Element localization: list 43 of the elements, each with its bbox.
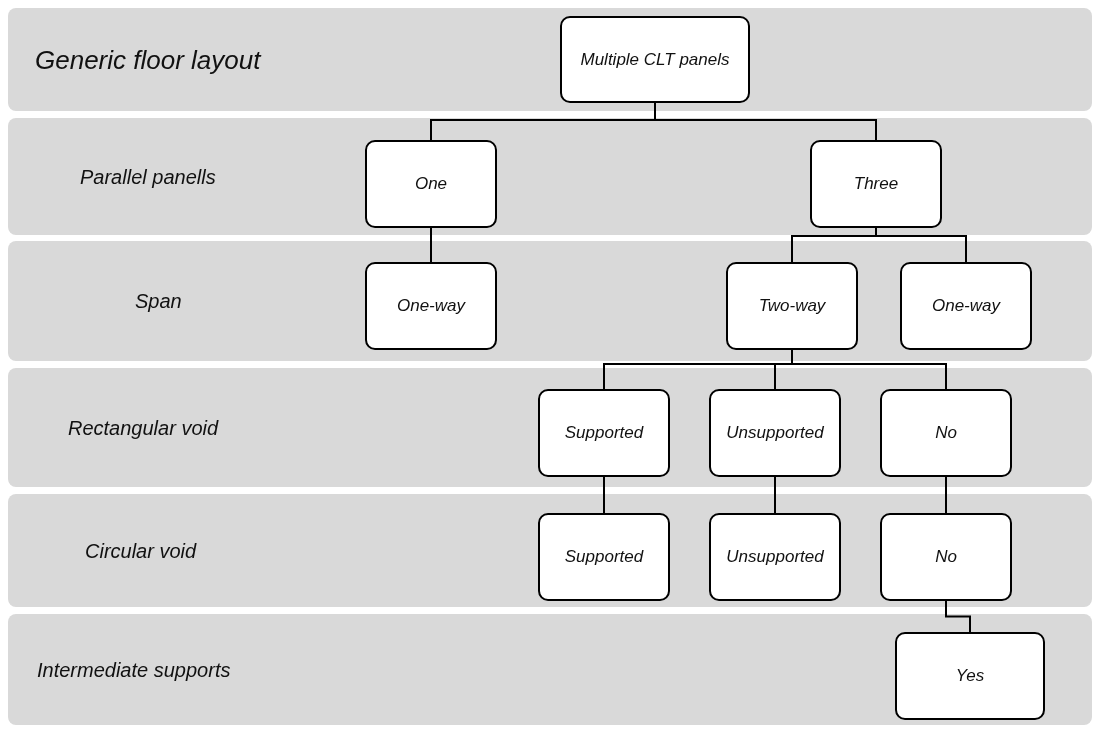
connector-line — [774, 476, 776, 514]
option-box — [538, 513, 670, 601]
option-label: Supported — [563, 547, 645, 567]
connector-line — [945, 476, 947, 514]
option-label: Unsupported — [725, 423, 825, 443]
connector-line — [945, 600, 971, 633]
option-box — [560, 16, 750, 103]
row-label: Intermediate supports — [37, 658, 231, 681]
row-label: Parallel panells — [80, 165, 216, 188]
option-box — [726, 262, 858, 350]
option-box — [810, 140, 942, 228]
row-label: Rectangular void — [68, 416, 219, 439]
row-band — [8, 8, 1092, 111]
row-band — [8, 368, 1092, 487]
option-label: One-way — [396, 296, 467, 316]
row-label: Circular void — [85, 539, 197, 562]
option-box — [538, 389, 670, 477]
option-label: Three — [852, 174, 900, 194]
connector-line — [430, 227, 432, 263]
option-box — [709, 389, 841, 477]
option-label: Multiple CLT panels — [579, 49, 731, 70]
option-label: Unsupported — [725, 547, 825, 567]
option-label: One-way — [931, 296, 1002, 316]
connector-line — [603, 476, 605, 514]
option-box — [900, 262, 1032, 350]
option-label: No — [934, 547, 958, 567]
option-box — [365, 140, 497, 228]
option-box — [880, 513, 1012, 601]
row-label: Span — [135, 289, 182, 313]
option-label: No — [934, 423, 958, 443]
row-band — [8, 118, 1092, 235]
option-box — [895, 632, 1045, 720]
option-label: Supported — [563, 423, 645, 443]
option-label: One — [413, 174, 449, 194]
row-label: Generic floor layout — [35, 44, 261, 75]
row-band — [8, 494, 1092, 607]
option-label: Yes — [954, 666, 986, 686]
option-box — [880, 389, 1012, 477]
option-box — [365, 262, 497, 350]
option-label: Two-way — [757, 296, 827, 316]
row-band — [8, 614, 1092, 725]
row-band — [8, 241, 1092, 361]
option-box — [709, 513, 841, 601]
